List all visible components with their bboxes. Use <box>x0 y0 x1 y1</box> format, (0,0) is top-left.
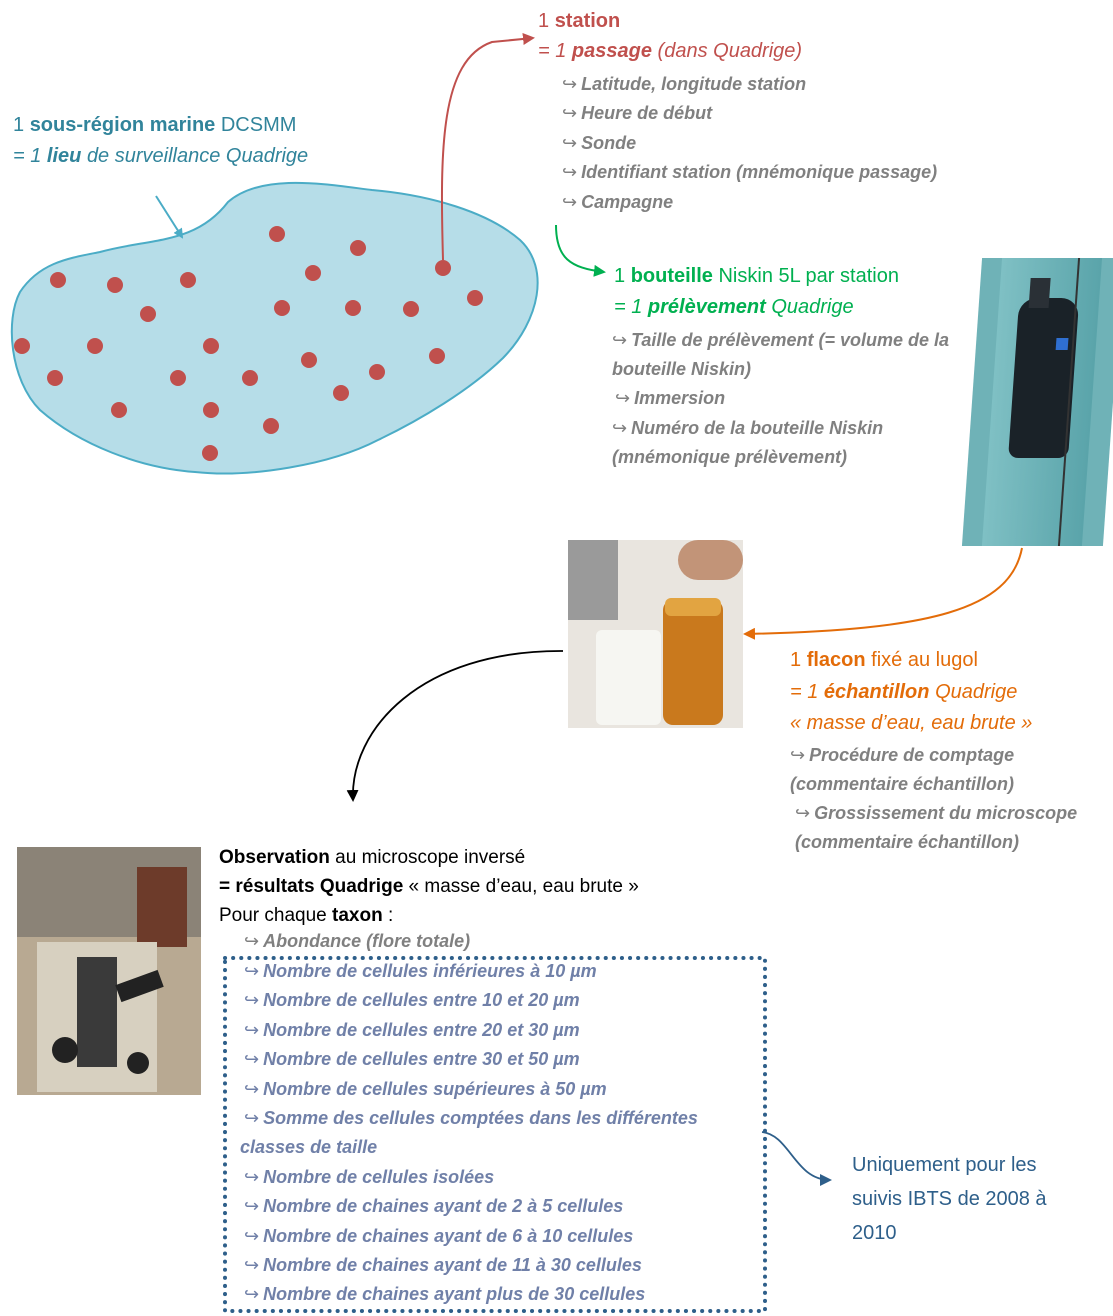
station-dot <box>203 338 219 354</box>
bottle-attribute-number: ↪Numéro de la bouteille Niskin (mnémoniq… <box>612 418 884 467</box>
station-dot <box>107 277 123 293</box>
flask-attribute-procedure: ↪Procédure de comptage (commentaire écha… <box>790 745 1015 794</box>
station-dot <box>203 402 219 418</box>
list-item: ↪Nombre de chaines ayant de 2 à 5 cellul… <box>244 1196 624 1217</box>
station-dot <box>350 240 366 256</box>
list-item: ↪Nombre de cellules entre 30 et 50 µm <box>244 1049 580 1070</box>
station-dot <box>429 348 445 364</box>
observation-results: = résultats Quadrige « masse d’eau, eau … <box>219 876 639 897</box>
station-dot <box>403 301 419 317</box>
bottle-attribute-volume: ↪Taille de prélèvement (= volume de la b… <box>612 330 950 379</box>
inverted-microscope-photo <box>17 847 201 1095</box>
station-dot <box>50 272 66 288</box>
bottle-arrow <box>555 224 606 277</box>
flask-title: 1 flacon fixé au lugol <box>790 649 978 671</box>
station-dot <box>345 300 361 316</box>
ibts-note: Uniquement pour les suivis IBTS de 2008 … <box>852 1154 1047 1244</box>
size-class-list: ↪Nombre de cellules inférieures à 10 µm … <box>240 957 759 1310</box>
list-item: ↪Nombre de chaines ayant de 11 à 30 cell… <box>244 1255 642 1276</box>
list-item: ↪Identifiant station (mnémonique passage… <box>562 162 938 183</box>
flask-arrow <box>743 547 1023 640</box>
station-dot <box>269 226 285 242</box>
list-item: ↪Nombre de cellules entre 10 et 20 µm <box>244 990 580 1011</box>
list-item: ↪Nombre de cellules isolées <box>244 1166 495 1187</box>
station-dot <box>274 300 290 316</box>
station-dot <box>333 385 349 401</box>
flask-sample-type: « masse d’eau, eau brute » <box>790 712 1033 734</box>
station-dot <box>305 265 321 281</box>
station-dot <box>263 418 279 434</box>
station-attributes: ↪Latitude, longitude station ↪Heure de d… <box>562 70 937 217</box>
observation-abundance: ↪Abondance (flore totale) <box>244 931 471 951</box>
station-title: 1 station <box>538 10 621 32</box>
observation-title: Observation au microscope inversé <box>219 847 526 868</box>
flask-attribute-magnification: ↪Grossissement du microscope (commentair… <box>795 803 1078 852</box>
station-dots <box>14 226 483 461</box>
lugol-flask-photo <box>568 540 743 728</box>
station-dot <box>47 370 63 386</box>
list-item: ↪Nombre de cellules entre 20 et 30 µm <box>244 1019 580 1040</box>
region-title: 1 sous-région marine DCSMM <box>13 114 297 136</box>
station-dot <box>301 352 317 368</box>
station-dot <box>111 402 127 418</box>
station-dot <box>14 338 30 354</box>
station-dot <box>87 338 103 354</box>
region-subtitle: = 1 lieu de surveillance Quadrige <box>13 145 309 167</box>
list-item: ↪Campagne <box>562 191 674 212</box>
list-item: ↪Sonde <box>562 132 637 153</box>
list-item: ↪Latitude, longitude station <box>562 74 807 94</box>
bottle-title: 1 bouteille Niskin 5L par station <box>614 265 899 287</box>
observation-per-taxon: Pour chaque taxon : <box>219 905 394 926</box>
flask-subtitle: = 1 échantillon Quadrige <box>790 681 1018 703</box>
station-dot <box>435 260 451 276</box>
station-dot <box>369 364 385 380</box>
list-item: ↪Heure de début <box>562 103 713 124</box>
note-arrow <box>761 1131 832 1186</box>
bottle-subtitle: = 1 prélèvement Quadrige <box>614 296 854 318</box>
station-dot <box>202 445 218 461</box>
list-item: ↪Nombre de cellules inférieures à 10 µm <box>244 961 597 981</box>
station-arrow <box>440 32 535 261</box>
region-pointer-arrow <box>155 195 184 239</box>
niskin-bottle-photo <box>961 258 1113 546</box>
station-subtitle: = 1 passage (dans Quadrige) <box>538 40 803 62</box>
station-dot <box>467 290 483 306</box>
list-item: ↪Nombre de chaines ayant de 6 à 10 cellu… <box>244 1225 634 1246</box>
station-dot <box>242 370 258 386</box>
list-item: ↪Somme des cellules comptées dans les di… <box>240 1108 698 1158</box>
observation-arrow <box>346 650 564 802</box>
station-dot <box>140 306 156 322</box>
list-item: ↪Nombre de chaines ayant plus de 30 cell… <box>244 1284 646 1305</box>
station-dot <box>180 272 196 288</box>
marine-region-shape <box>10 181 539 475</box>
bottle-attribute-immersion: ↪Immersion <box>615 388 726 408</box>
list-item: ↪Nombre de cellules supérieures à 50 µm <box>244 1078 607 1099</box>
station-dot <box>170 370 186 386</box>
